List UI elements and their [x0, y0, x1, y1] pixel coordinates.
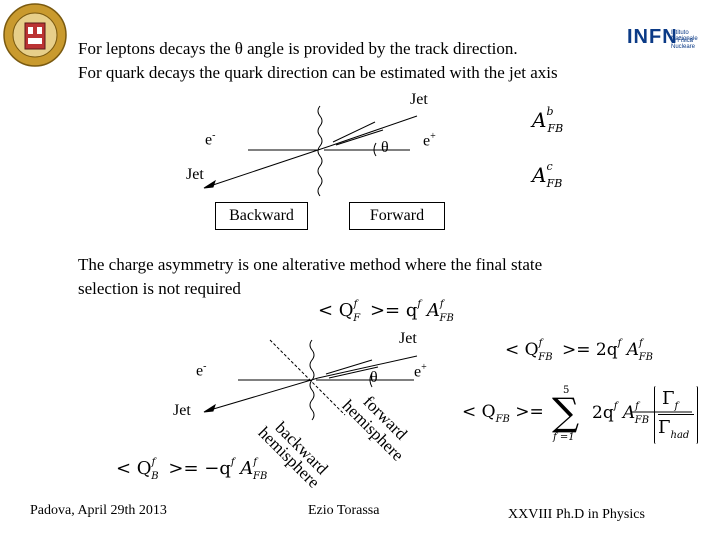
top-diagram-lines	[203, 105, 418, 197]
bottom-jet-line-up	[317, 355, 418, 379]
qb-formula: < QfB >= −qf AfFB	[116, 457, 268, 482]
qfb-formula: < QfFB >= 2qf AfFB	[505, 338, 653, 363]
gamma-fraction-line	[658, 414, 694, 415]
bottom-theta-label: θ	[370, 369, 378, 386]
top-jet-bottom-label: Jet	[186, 166, 204, 183]
qf-formula: < QfF >= qf AfFB	[318, 299, 454, 324]
sum-formula-lhs: < QFB >=	[462, 402, 544, 425]
top-jet-cone-2	[335, 129, 384, 146]
bottom-jet-line-down	[209, 377, 319, 411]
footer-center: Ezio Torassa	[308, 503, 380, 518]
university-seal-logo	[3, 3, 67, 67]
seal-icon	[3, 3, 67, 67]
backward-box: Backward	[215, 202, 308, 230]
header-line-2: For quark decays the quark direction can…	[78, 63, 558, 82]
gamma-denominator: Γhad	[658, 417, 690, 441]
top-positron-label: e+	[423, 131, 436, 150]
top-theta-label: θ	[381, 139, 389, 156]
forward-box: Forward	[349, 202, 445, 230]
top-jet-label: Jet	[410, 91, 428, 108]
header-line-1: For leptons decays the θ angle is provid…	[78, 39, 518, 58]
middle-line-2: selection is not required	[78, 279, 241, 298]
top-wavy-separator	[317, 105, 323, 197]
infn-logo: INFN Istituto Nazionale di Fisica Nuclea…	[627, 24, 717, 72]
bottom-theta-arc	[369, 372, 373, 388]
gamma-numerator: Γf	[662, 388, 679, 412]
bottom-jet-cone-1	[325, 359, 373, 375]
afb-c-formula: AcFB	[532, 160, 563, 190]
bottom-jet-left-label: Jet	[173, 402, 191, 419]
sum-top-index: 5	[563, 385, 570, 396]
top-jet-line-up	[329, 115, 418, 147]
bottom-jet-cone-2	[328, 366, 379, 379]
sum-term: 2qf AfFB	[592, 401, 650, 426]
footer-right: XXVIII Ph.D in Physics	[508, 507, 645, 522]
middle-line-1: The charge asymmetry is one alterative m…	[78, 255, 543, 274]
top-jet-arrow	[203, 179, 216, 189]
bottom-positron-label: e+	[414, 362, 427, 381]
bottom-jet-arrow	[203, 403, 216, 413]
bottom-hemisphere-divider	[269, 339, 346, 416]
bottom-jet-label: Jet	[399, 330, 417, 347]
bottom-electron-label: e-	[196, 361, 207, 380]
bottom-wavy-separator	[309, 339, 315, 421]
infn-logo-sub1: Istituto Nazionale	[671, 30, 698, 42]
bottom-diagram-lines	[203, 339, 418, 421]
infn-logo-sub2: di Fisica Nucleare	[671, 38, 696, 50]
gamma-bracket	[654, 386, 698, 444]
top-jet-cone-1	[332, 121, 376, 143]
infn-logo-name: INFN	[627, 26, 678, 48]
sum-bottom-index: f =1	[553, 432, 575, 443]
top-jet-line-down	[209, 145, 331, 187]
sum-sign: ∑	[552, 390, 580, 434]
afb-b-formula: AbFB	[532, 105, 564, 135]
top-electron-label: e-	[205, 130, 216, 149]
footer-left: Padova, April 29th 2013	[30, 503, 167, 518]
top-theta-arc	[373, 142, 377, 157]
